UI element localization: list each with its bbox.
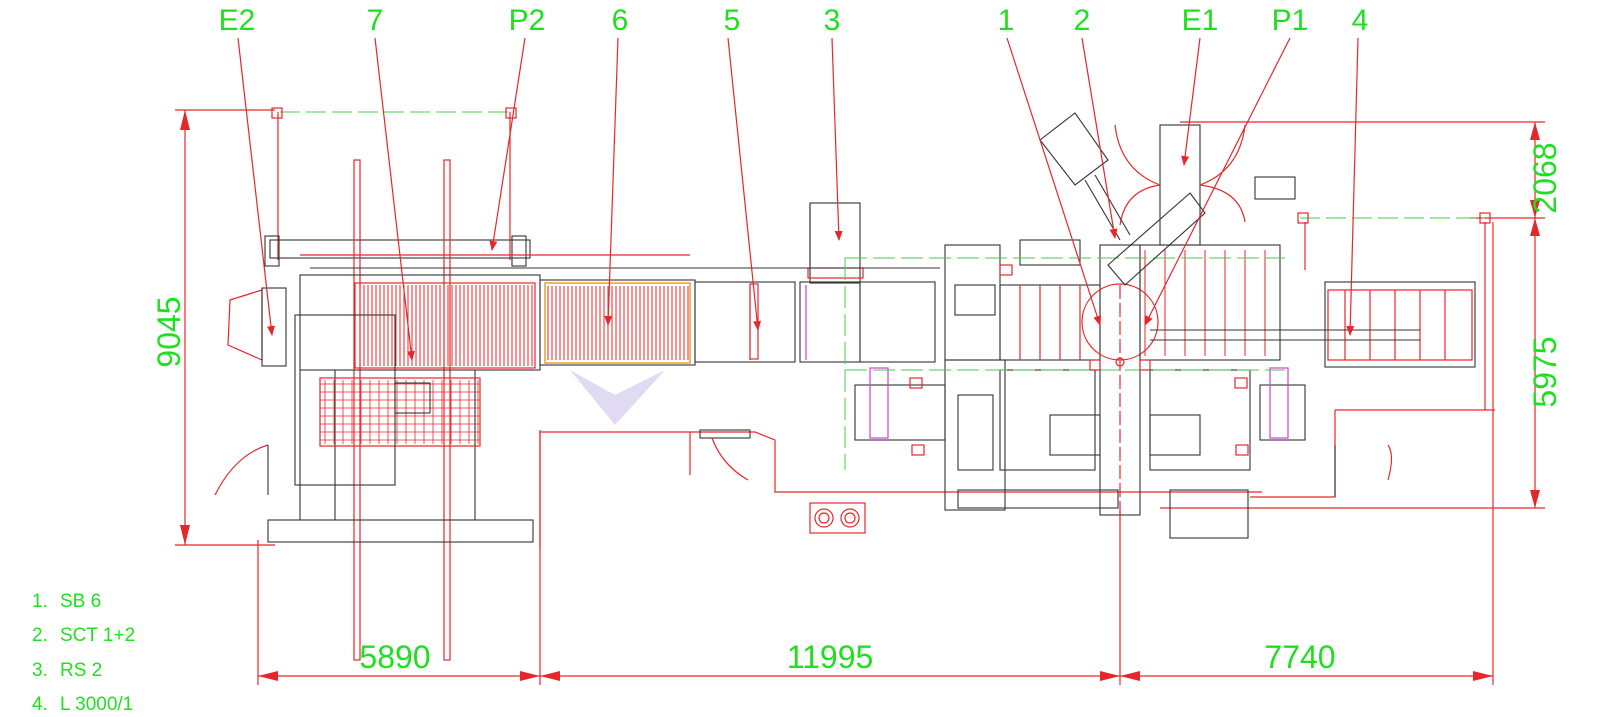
- dimension-bottom-middle: 11995: [787, 639, 874, 675]
- legend-number: 4.: [32, 694, 48, 715]
- conveyor-slats-middle: [547, 286, 689, 360]
- legend-number: 3.: [32, 660, 48, 681]
- callout-label: 7: [367, 4, 384, 37]
- legend-text: RS 2: [60, 660, 102, 681]
- legend-number: 2.: [32, 625, 48, 646]
- dimension-lines: [175, 109, 1545, 685]
- legend-number: 1.: [32, 591, 48, 612]
- conveyor-slats-right: [1144, 250, 1266, 356]
- callout-label: 3: [824, 4, 841, 37]
- callout-label: 1: [998, 4, 1015, 37]
- callout-label: E1: [1182, 4, 1219, 37]
- conveyor-slats-left: [359, 285, 533, 366]
- pallet-grid: [320, 380, 480, 444]
- callout-labels: E2 7 P2 6 5 3 1 2 E1 P1 4: [219, 4, 1369, 37]
- legend-text: SCT 1+2: [60, 625, 135, 646]
- dimension-top-right: 2068: [1527, 142, 1563, 213]
- callout-label: 6: [612, 4, 629, 37]
- dimension-bottom-left: 5890: [359, 639, 430, 675]
- callout-label: 5: [724, 4, 741, 37]
- callout-label: 2: [1074, 4, 1091, 37]
- labeler: [1150, 281, 1495, 498]
- palletizer-cell: [214, 107, 541, 661]
- callout-label: P2: [509, 4, 546, 37]
- dimension-right-lower: 5975: [1527, 336, 1563, 407]
- dimension-labels: 9045 2068 5975 5890 11995 7740: [151, 142, 1563, 675]
- legend-text: SB 6: [60, 591, 101, 612]
- callout-label: 4: [1352, 4, 1369, 37]
- callout-label: P1: [1272, 4, 1309, 37]
- conveyor-section: [300, 202, 1262, 548]
- callout-label: E2: [219, 4, 256, 37]
- callout-leaders: [237, 37, 1359, 361]
- dimension-bottom-right: 7740: [1264, 639, 1335, 675]
- dimension-overall-height: 9045: [151, 296, 187, 367]
- legend: 1. SB 6 2. SCT 1+2 3. RS 2 4. L 3000/1: [32, 591, 135, 715]
- machine-core: [844, 112, 1491, 539]
- legend-text: L 3000/1: [60, 694, 133, 715]
